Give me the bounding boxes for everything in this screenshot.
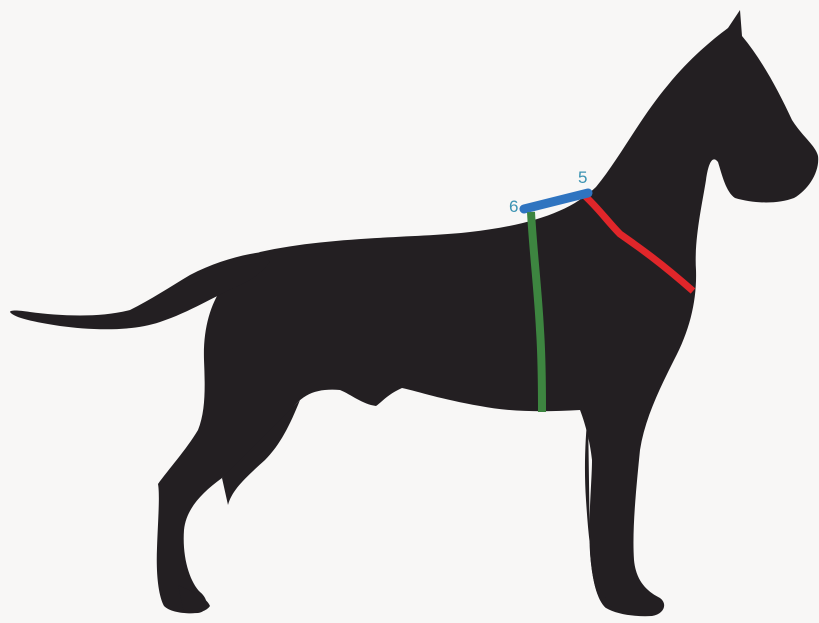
dog-silhouette xyxy=(10,10,818,616)
point-label-5: 5 xyxy=(578,168,587,187)
dog-body xyxy=(157,10,818,616)
point-label-6: 6 xyxy=(509,197,518,216)
